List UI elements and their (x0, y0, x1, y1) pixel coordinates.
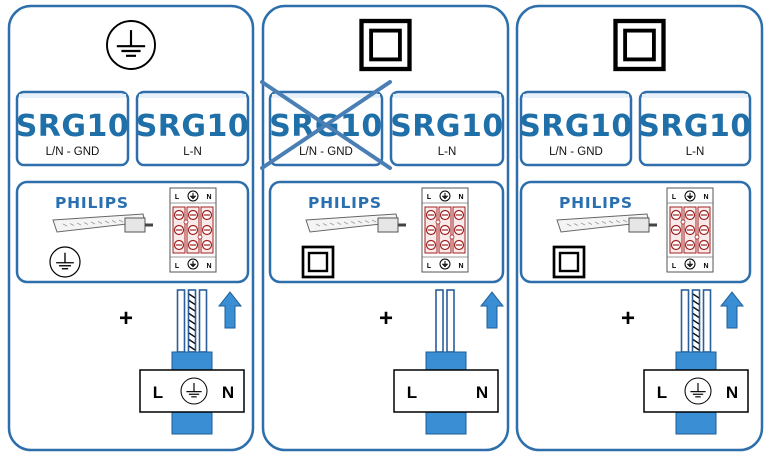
terminal-label: N (206, 263, 211, 270)
cable-wires (176, 289, 208, 353)
up-arrow-icon (217, 291, 243, 329)
luminaire-icon (52, 213, 153, 233)
option-subtitle: L-N (183, 146, 202, 158)
terminal-earth-icon (684, 190, 696, 202)
terminal-label: L (672, 263, 677, 270)
option-title: SRG10 (390, 109, 504, 144)
up-arrow-icon (479, 291, 505, 329)
terminal-earth-icon (187, 258, 199, 270)
option-title: SRG10 (16, 109, 130, 144)
plug-label-l: L (153, 383, 163, 402)
terminal-label: N (703, 194, 708, 201)
option-subtitle: L/N - GND (46, 146, 100, 158)
option-title: SRG10 (519, 109, 633, 144)
plug-label-n: N (222, 383, 234, 402)
luminaire-icon (305, 213, 406, 233)
terminal-earth-icon (439, 190, 451, 202)
plus-sign: + (379, 305, 393, 332)
terminal-label: N (206, 194, 211, 201)
option-subtitle: L-N (438, 146, 457, 158)
cross-out-mark (260, 80, 392, 170)
terminal-label: N (458, 263, 463, 270)
terminal-earth-icon (684, 258, 696, 270)
option-subtitle: L-N (686, 146, 705, 158)
terminal-label: N (458, 194, 463, 201)
plug-label-n: N (476, 383, 488, 402)
option-title: SRG10 (136, 109, 250, 144)
luminaire-double-square-icon (552, 245, 586, 279)
terminal-label: L (175, 263, 180, 270)
cable-wires (680, 289, 712, 353)
terminal-label: N (703, 263, 708, 270)
plus-sign: + (119, 305, 133, 332)
earth-symbol-icon (106, 20, 156, 70)
option-title: SRG10 (638, 109, 752, 144)
philips-logo: PHILIPS (55, 194, 129, 212)
terminal-block: L N L N (666, 187, 714, 273)
terminal-block: L N L N (421, 187, 469, 273)
terminal-label: L (427, 263, 432, 270)
terminal-earth-icon (187, 190, 199, 202)
double-square-icon (613, 18, 666, 72)
option-subtitle: L/N - GND (299, 146, 353, 158)
plug-label-l: L (657, 383, 667, 402)
philips-logo: PHILIPS (308, 194, 382, 212)
plug-label-n: N (726, 383, 738, 402)
luminaire-double-square-icon (301, 245, 335, 279)
terminal-label: L (175, 194, 180, 201)
double-square-icon (359, 18, 412, 72)
plus-sign: + (621, 305, 635, 332)
terminal-earth-icon (439, 258, 451, 270)
option-subtitle: L/N - GND (549, 146, 603, 158)
philips-logo: PHILIPS (559, 194, 633, 212)
luminaire-icon (556, 213, 657, 233)
plug-earth-icon (684, 377, 712, 405)
up-arrow-icon (719, 291, 745, 329)
luminaire-earth-symbol-icon (49, 246, 81, 278)
plug-label-l: L (407, 383, 417, 402)
plug-earth-icon (180, 377, 208, 405)
terminal-block: L N L N (169, 187, 217, 273)
terminal-label: L (672, 194, 677, 201)
terminal-label: L (427, 194, 432, 201)
